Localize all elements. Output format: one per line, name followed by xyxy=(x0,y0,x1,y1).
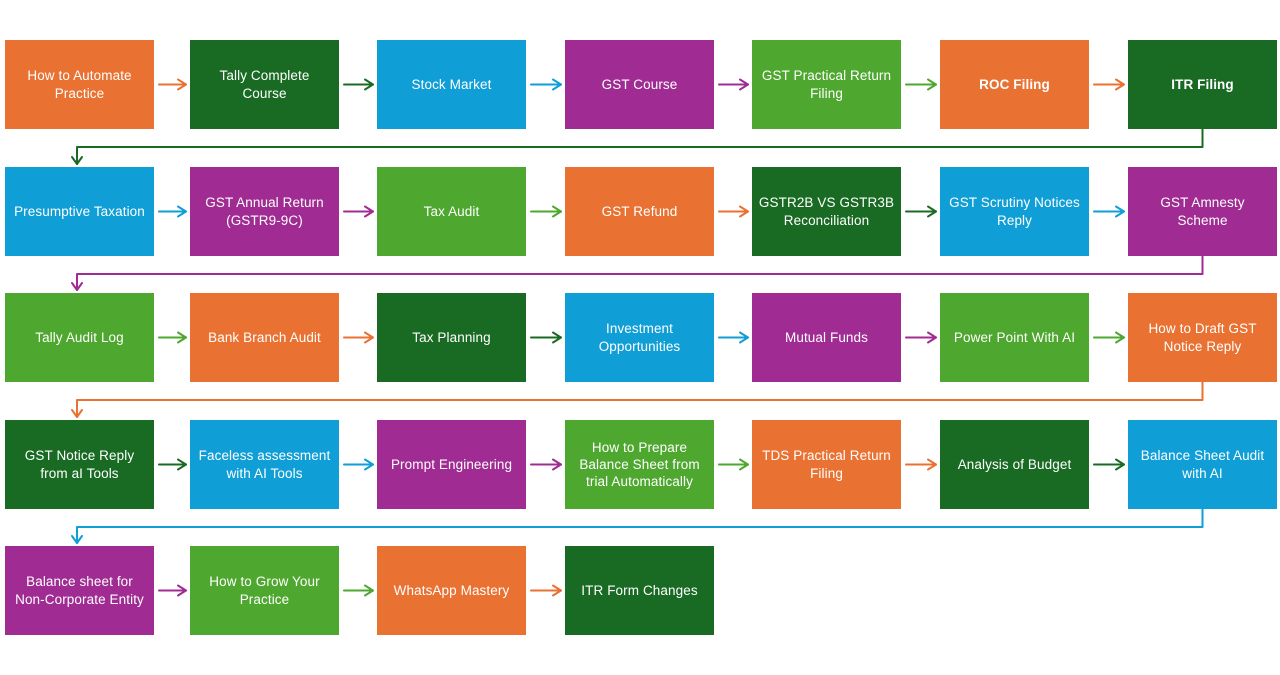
flow-box-label: Presumptive Taxation xyxy=(14,203,145,219)
row-connector xyxy=(76,508,1204,544)
arrowhead-icon xyxy=(927,458,937,471)
arrowhead-icon xyxy=(739,205,749,218)
flow-box: Investment Opportunities xyxy=(565,293,714,382)
flow-box-label: Balance Sheet Audit with AI xyxy=(1140,448,1265,481)
flow-box: Prompt Engineering xyxy=(377,420,526,509)
arrowhead-icon xyxy=(552,205,562,218)
flow-box-label: Power Point With AI xyxy=(953,329,1076,345)
arrowhead-icon xyxy=(1115,331,1125,344)
flow-box: GST Practical Return Filing xyxy=(752,40,901,129)
arrowhead-icon xyxy=(364,584,374,597)
flow-box-label: Analysis of Budget xyxy=(957,456,1072,472)
flow-box-label: GSTR2B VS GSTR3B Reconciliation xyxy=(758,195,895,228)
arrowhead-icon xyxy=(1115,78,1125,91)
arrowhead-icon xyxy=(364,458,374,471)
flow-box: Balance Sheet Audit with AI xyxy=(1128,420,1277,509)
arrowhead-icon xyxy=(177,331,187,344)
flow-box: Balance sheet for Non-Corporate Entity xyxy=(5,546,154,635)
arrowhead-icon xyxy=(552,458,562,471)
flow-box: GST Course xyxy=(565,40,714,129)
arrowhead-icon xyxy=(927,205,937,218)
flow-box-label: Stock Market xyxy=(411,76,492,92)
arrowhead-icon xyxy=(1115,458,1125,471)
flow-box-label: Mutual Funds xyxy=(785,329,868,345)
flow-box-label: How to Prepare Balance Sheet from trial … xyxy=(579,439,700,490)
flow-box: How to Automate Practice xyxy=(5,40,154,129)
flow-box: Tally Audit Log xyxy=(5,293,154,382)
arrowhead-icon xyxy=(71,409,83,418)
arrowhead-icon xyxy=(177,78,187,91)
arrowhead-icon xyxy=(364,205,374,218)
flow-box-label: Bank Branch Audit xyxy=(208,329,321,345)
arrowhead-icon xyxy=(552,78,562,91)
flow-box-label: Prompt Engineering xyxy=(390,456,513,472)
flow-box-label: How to Draft GST Notice Reply xyxy=(1148,321,1257,354)
flow-box: Tally Complete Course xyxy=(190,40,339,129)
flow-box: How to Grow Your Practice xyxy=(190,546,339,635)
flow-box: Faceless assessment with AI Tools xyxy=(190,420,339,509)
flow-box: ITR Filing xyxy=(1128,40,1277,129)
flow-box-label: GST Amnesty Scheme xyxy=(1160,195,1245,228)
flow-box: How to Draft GST Notice Reply xyxy=(1128,293,1277,382)
arrowhead-icon xyxy=(177,584,187,597)
arrowhead-icon xyxy=(364,331,374,344)
flow-box: GST Annual Return (GSTR9-9C) xyxy=(190,167,339,256)
flow-box-label: Tax Planning xyxy=(412,329,491,345)
flow-box: Analysis of Budget xyxy=(940,420,1089,509)
flow-box: GST Scrutiny Notices Reply xyxy=(940,167,1089,256)
arrowhead-icon xyxy=(552,331,562,344)
flow-box-label: Investment Opportunities xyxy=(598,321,681,354)
flow-box: GST Notice Reply from aI Tools xyxy=(5,420,154,509)
arrowhead-icon xyxy=(364,78,374,91)
arrowhead-icon xyxy=(71,156,83,165)
flow-box-label: Faceless assessment with AI Tools xyxy=(198,448,331,481)
flow-box-label: GST Refund xyxy=(601,203,678,219)
flow-box-label: ITR Form Changes xyxy=(581,582,698,598)
flow-box: WhatsApp Mastery xyxy=(377,546,526,635)
flow-box-label: GST Notice Reply from aI Tools xyxy=(24,448,135,481)
arrowhead-icon xyxy=(739,458,749,471)
flow-box: Tax Audit xyxy=(377,167,526,256)
arrowhead-icon xyxy=(177,205,187,218)
arrowhead-icon xyxy=(177,458,187,471)
row-connector xyxy=(76,381,1204,418)
arrowhead-icon xyxy=(927,78,937,91)
flow-box: ROC Filing xyxy=(940,40,1089,129)
flow-box: ITR Form Changes xyxy=(565,546,714,635)
flow-box: Bank Branch Audit xyxy=(190,293,339,382)
arrowhead-icon xyxy=(1115,205,1125,218)
arrowhead-icon xyxy=(71,282,83,291)
flow-box-label: GST Course xyxy=(601,76,678,92)
flow-box-label: ROC Filing xyxy=(979,76,1050,92)
flow-box-label: TDS Practical Return Filing xyxy=(762,448,891,481)
flow-box: Presumptive Taxation xyxy=(5,167,154,256)
row-connector xyxy=(76,255,1204,291)
flow-box: How to Prepare Balance Sheet from trial … xyxy=(565,420,714,509)
flow-box-label: GST Practical Return Filing xyxy=(761,68,892,101)
flow-box: Stock Market xyxy=(377,40,526,129)
flow-box-label: How to Automate Practice xyxy=(27,68,132,101)
flow-box-label: Tax Audit xyxy=(423,203,480,219)
flow-box-label: WhatsApp Mastery xyxy=(393,582,510,598)
arrowhead-icon xyxy=(71,535,83,544)
arrowhead-icon xyxy=(927,331,937,344)
arrowhead-icon xyxy=(739,78,749,91)
flow-box: GST Amnesty Scheme xyxy=(1128,167,1277,256)
flow-box: Power Point With AI xyxy=(940,293,1089,382)
flow-box-label: GST Scrutiny Notices Reply xyxy=(949,195,1080,228)
flow-box-label: Tally Complete Course xyxy=(219,68,310,101)
arrowhead-icon xyxy=(739,331,749,344)
row-connector xyxy=(76,128,1204,165)
flow-box: Mutual Funds xyxy=(752,293,901,382)
flow-box: TDS Practical Return Filing xyxy=(752,420,901,509)
flow-box-label: GST Annual Return (GSTR9-9C) xyxy=(205,195,324,228)
flow-box-label: Balance sheet for Non-Corporate Entity xyxy=(15,574,144,607)
flow-box-label: How to Grow Your Practice xyxy=(209,574,320,607)
flow-box: GSTR2B VS GSTR3B Reconciliation xyxy=(752,167,901,256)
flow-box-label: ITR Filing xyxy=(1171,76,1234,92)
arrowhead-icon xyxy=(552,584,562,597)
flow-box: GST Refund xyxy=(565,167,714,256)
flow-box: Tax Planning xyxy=(377,293,526,382)
flow-box-label: Tally Audit Log xyxy=(35,329,124,345)
